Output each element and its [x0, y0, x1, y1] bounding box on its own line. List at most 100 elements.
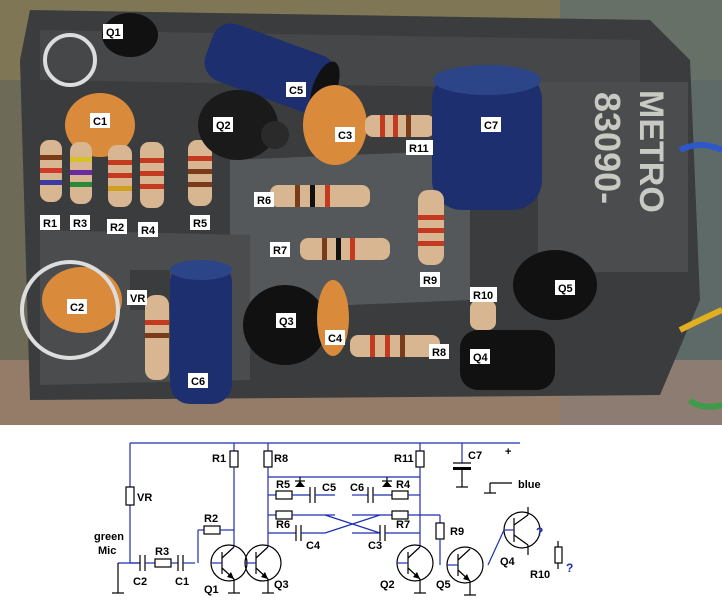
schematic-label-c7: C7	[468, 450, 482, 462]
photo-label-c3: C3	[335, 127, 355, 142]
capacitor-c6	[170, 260, 232, 404]
mic-input-chain	[112, 555, 195, 594]
svg-text:R8: R8	[432, 347, 446, 359]
svg-text:R5: R5	[193, 218, 207, 230]
schematic-label-r11: R11	[394, 453, 414, 465]
photo-label-r4: R4	[138, 222, 158, 237]
schematic-label-c4: C4	[306, 540, 321, 552]
transistor-q4	[487, 507, 541, 566]
schematic-label-vr: VR	[137, 492, 152, 504]
schematic-label-r10-unknown: ?	[566, 561, 573, 575]
resistor-r7	[300, 238, 390, 260]
resistors-left	[40, 140, 212, 208]
photo-label-r5: R5	[190, 215, 210, 230]
capacitor-c7	[432, 65, 542, 210]
svg-text:C4: C4	[328, 333, 343, 345]
board-print-line-1: METRO	[632, 90, 670, 213]
schematic-label-r9: R9	[450, 526, 464, 538]
resistor-r8	[350, 335, 440, 357]
schematic-label-q5: Q5	[436, 579, 451, 591]
svg-text:R1: R1	[43, 218, 57, 230]
svg-text:R11: R11	[409, 143, 429, 155]
photo-label-r7: R7	[270, 242, 290, 257]
resistor-r11	[415, 443, 425, 547]
svg-text:C3: C3	[338, 130, 352, 142]
schematic-label-r8: R8	[274, 453, 288, 465]
svg-text:VR: VR	[130, 293, 145, 305]
transistor-q5	[446, 546, 484, 596]
board-print: METRO 83090-	[538, 82, 688, 272]
capacitor-c7	[453, 443, 471, 488]
resistor-r8	[263, 443, 273, 547]
transistor-q4	[460, 330, 555, 390]
schematic-label-r3: R3	[155, 546, 169, 558]
schematic-label-c6: C6	[350, 482, 364, 494]
photo-label-r11: R11	[406, 140, 433, 155]
schematic-label-q4: Q4	[500, 556, 516, 568]
schematic-label-q4-unknown: ?	[536, 525, 543, 539]
schematic-label-r7: R7	[396, 519, 410, 531]
schematic-label-c2: C2	[133, 576, 147, 588]
resistor-r9	[435, 515, 445, 565]
photo-label-c2: C2	[67, 299, 87, 314]
resistor-r2	[197, 525, 234, 563]
svg-text:C6: C6	[191, 376, 205, 388]
photo-label-c1: C1	[90, 113, 110, 128]
photo-label-c6: C6	[188, 373, 208, 388]
feedback-network-bottom	[268, 510, 440, 541]
svg-text:C1: C1	[93, 116, 107, 128]
resistor-r10	[470, 300, 496, 330]
photo-label-r8: R8	[429, 344, 449, 359]
svg-text:Q4: Q4	[473, 352, 489, 364]
schematic-label-r4: R4	[396, 479, 411, 491]
svg-text:C7: C7	[484, 120, 498, 132]
svg-text:R9: R9	[423, 275, 437, 287]
resistor-r6	[270, 185, 370, 207]
photo-label-r3: R3	[70, 215, 90, 230]
board-print-line-2: 83090-	[587, 92, 628, 204]
transistor-q3	[244, 544, 282, 594]
svg-text:R6: R6	[257, 195, 271, 207]
svg-text:Q2: Q2	[216, 120, 231, 132]
svg-text:Q5: Q5	[558, 283, 573, 295]
svg-text:C5: C5	[289, 85, 303, 97]
resistor-r11	[365, 115, 435, 137]
svg-text:R2: R2	[110, 222, 124, 234]
schematic-label-blue: blue	[518, 479, 541, 491]
photo-label-r9: R9	[420, 272, 440, 287]
resistor-vr	[125, 486, 135, 506]
capacitor-c3	[303, 85, 367, 165]
transistor-q2	[396, 544, 434, 594]
schematic-label-r1: R1	[212, 453, 226, 465]
photo-label-c4: C4	[325, 330, 345, 345]
schematic-label-c5: C5	[322, 482, 336, 494]
schematic-label-q1: Q1	[204, 584, 219, 596]
schematic-label-r10: R10	[530, 569, 550, 581]
schematic-label-green: green	[94, 531, 124, 543]
photo-label-r10: R10	[470, 287, 497, 302]
photo-label-r2: R2	[107, 219, 127, 234]
resistor-r10	[554, 541, 563, 569]
svg-text:C2: C2	[70, 302, 84, 314]
transistor-q2	[198, 90, 278, 160]
photo-label-vr: VR	[127, 290, 147, 305]
photo-label-c7: C7	[481, 117, 501, 132]
photo-label-c5: C5	[286, 82, 306, 97]
pcb-photo: METRO 83090-	[0, 0, 722, 425]
svg-text:R10: R10	[473, 290, 493, 302]
schematic-diagram: +blueVRgreenMicR1R8R11C7R5C5C6R4R2R6C4C3…	[0, 425, 722, 604]
resistor-r1	[229, 443, 239, 547]
feedback-network-top	[268, 476, 420, 503]
schematic-label-q3: Q3	[274, 579, 289, 591]
photo-label-q1: Q1	[103, 24, 123, 39]
schematic-label-r6: R6	[276, 519, 290, 531]
schematic-label-c3: C3	[368, 540, 382, 552]
blue-ground	[484, 482, 512, 494]
photo-label-r1: R1	[40, 215, 60, 230]
schematic-label-q2: Q2	[380, 579, 395, 591]
photo-label-q2: Q2	[213, 117, 233, 132]
photo-label-q4: Q4	[470, 349, 490, 364]
svg-text:Q1: Q1	[106, 27, 121, 39]
